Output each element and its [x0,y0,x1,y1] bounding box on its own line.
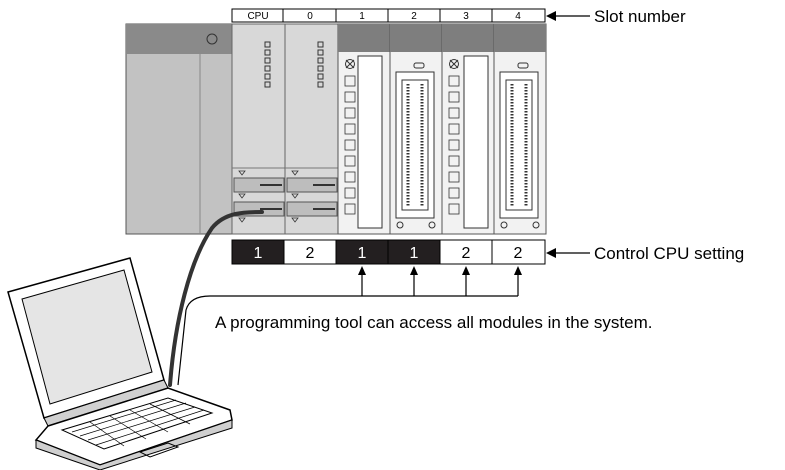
base-unit [125,23,547,235]
control-cpu-slot-1: 1 [358,245,367,262]
cpu-module-1 [231,23,286,235]
access-note: A programming tool can access all module… [215,313,652,332]
slot-header-3: 3 [463,11,469,22]
control-cpu-row: 1 2 1 1 2 2 [231,239,546,265]
io-module-slot-3 [441,23,495,235]
slot-header-row: CPU 0 1 2 3 4 [231,8,546,23]
access-arrows [177,272,519,386]
cpu-module-2 [284,23,339,235]
control-cpu-label: Control CPU setting [594,244,744,263]
slot-header-4: 4 [515,11,521,22]
control-cpu-slot-3: 2 [462,245,471,262]
access-arrowheads [358,266,522,275]
programming-cable [168,210,264,387]
laptop-icon [7,257,233,470]
io-module-slot-2 [389,23,443,235]
power-supply-module [125,23,233,235]
slot-number-label: Slot number [594,7,686,26]
slot-number-callout: Slot number [546,7,686,26]
control-cpu-cpu: 1 [254,245,263,262]
control-cpu-callout: Control CPU setting [546,244,744,263]
slot-header-0: 0 [307,11,313,22]
control-cpu-slot-4: 2 [514,245,523,262]
control-cpu-slot-2: 1 [410,245,419,262]
slot-header-1: 1 [359,11,365,22]
control-cpu-slot-0: 2 [306,245,315,262]
io-module-slot-1 [337,23,391,235]
slot-header-cpu: CPU [247,11,268,22]
slot-header-2: 2 [411,11,417,22]
io-module-slot-4 [493,23,547,235]
